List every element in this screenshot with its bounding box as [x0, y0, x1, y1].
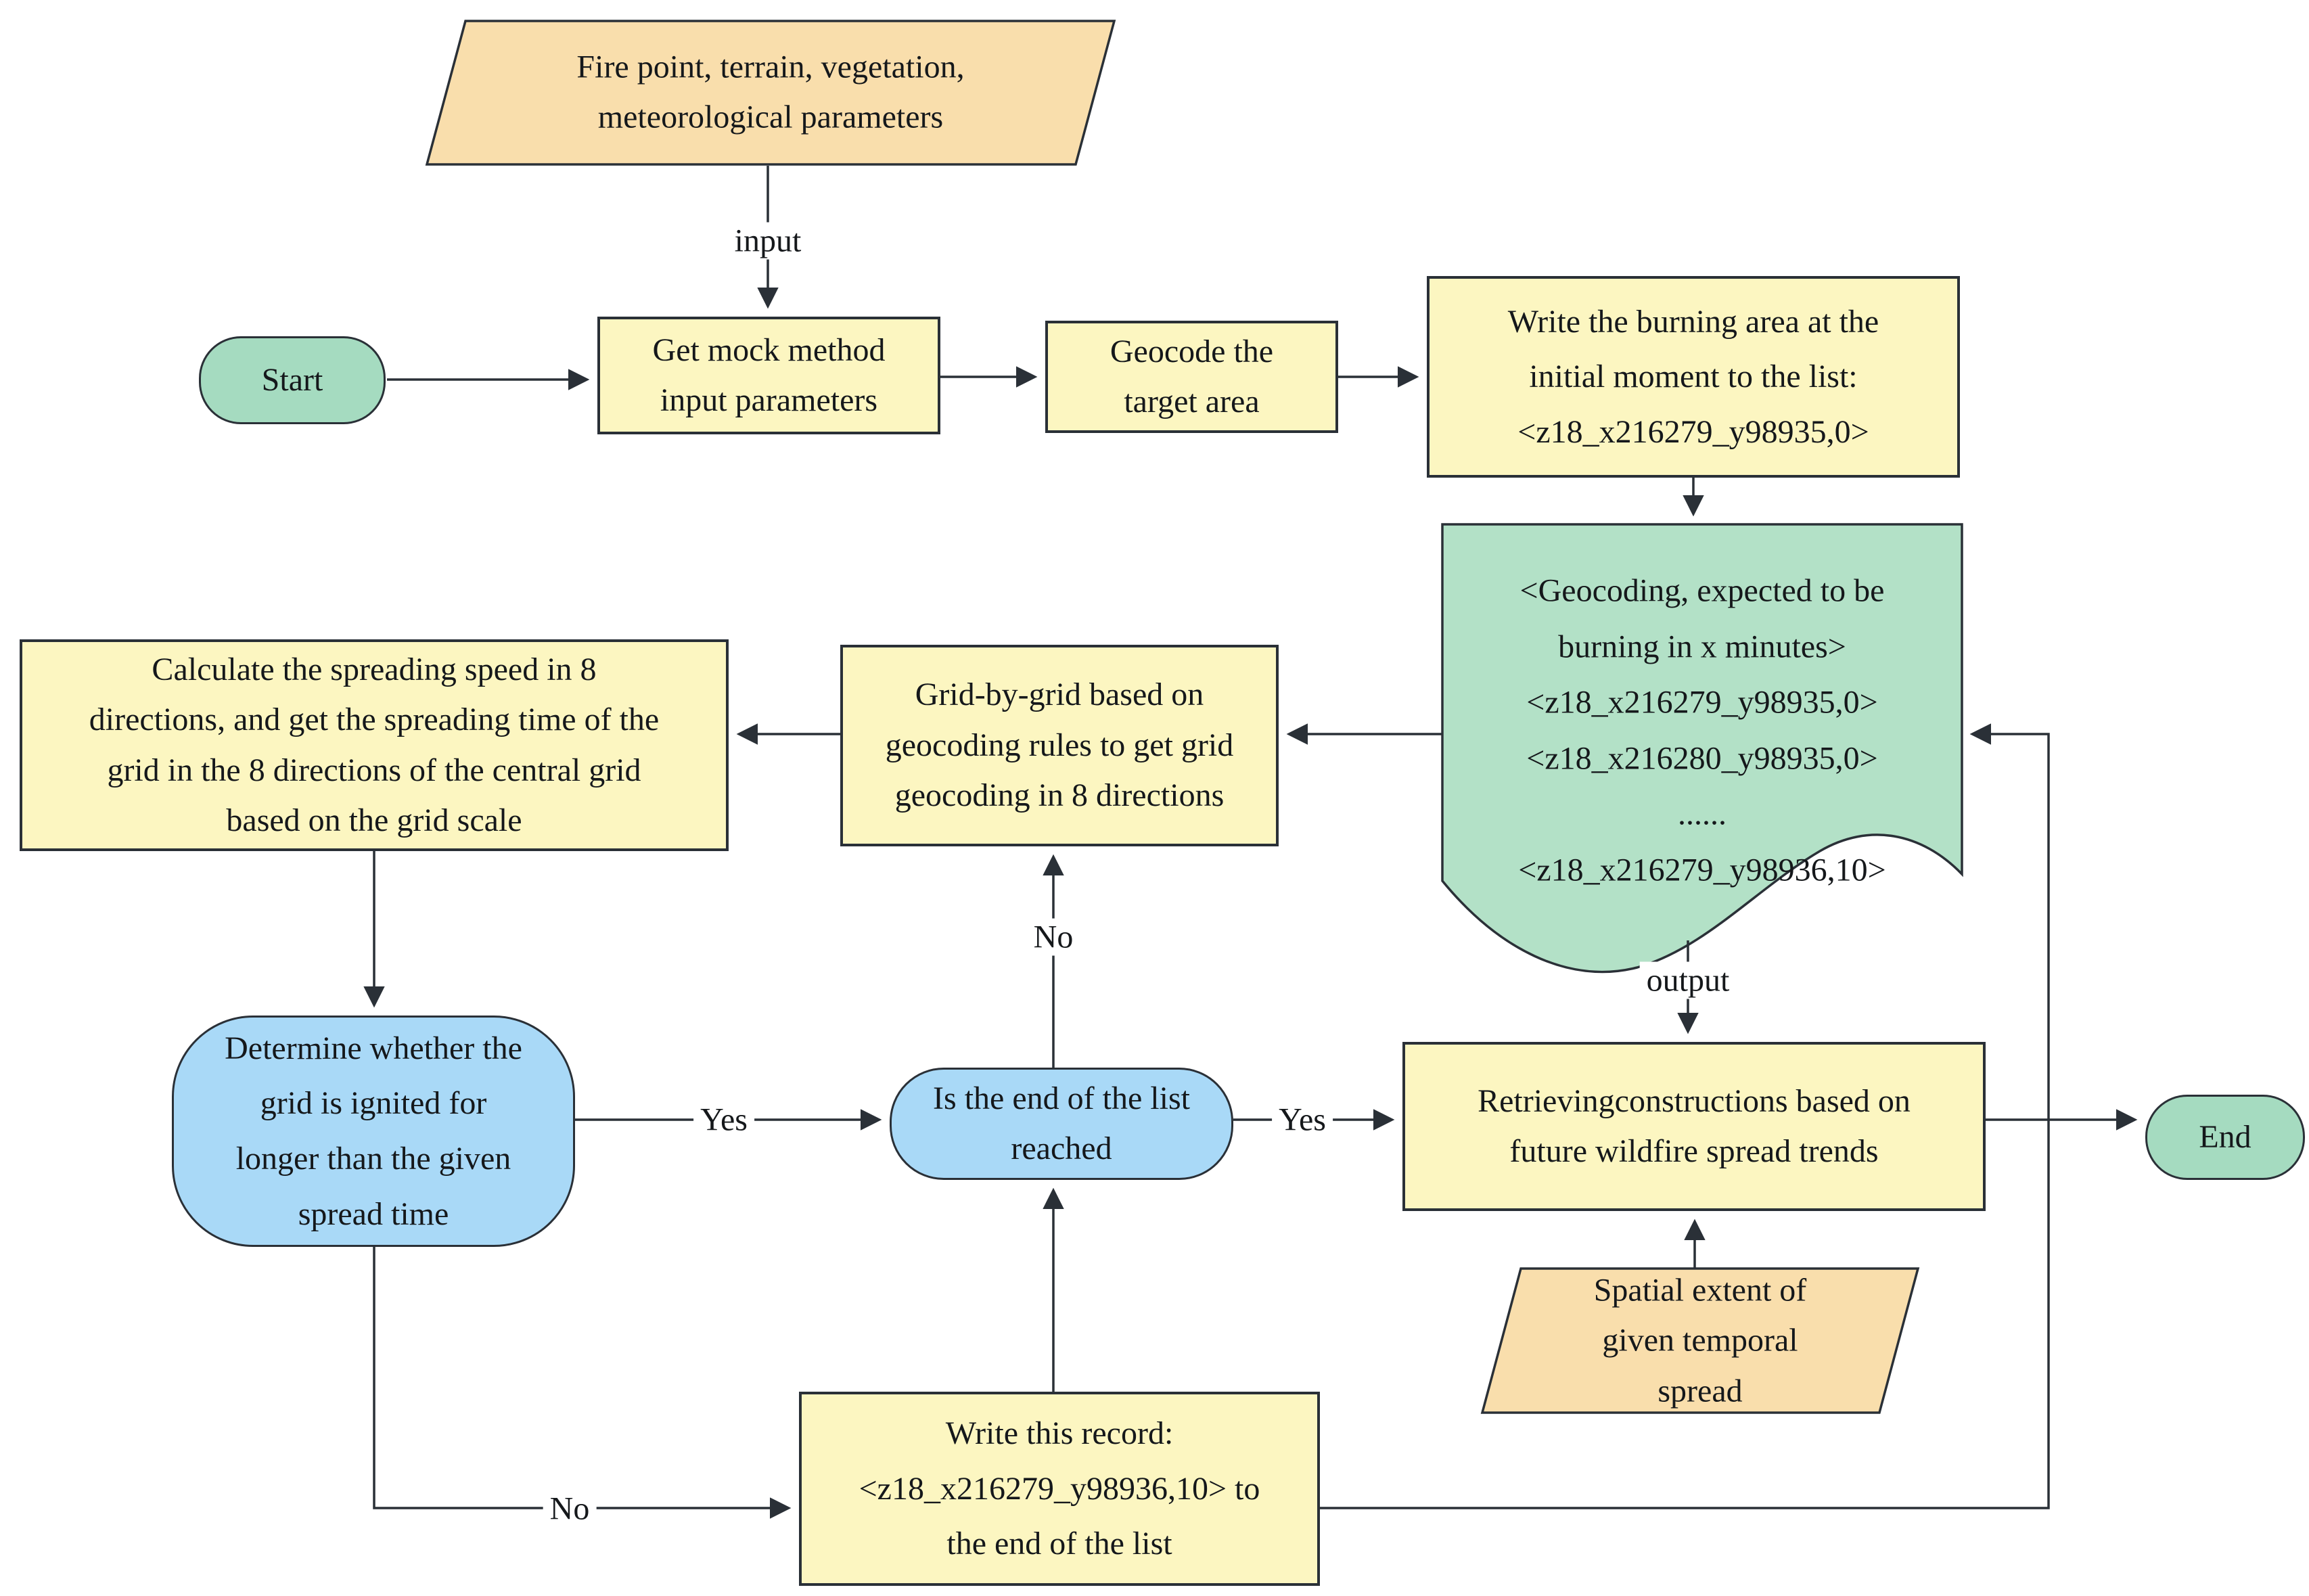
- node-start: Start: [199, 336, 386, 424]
- node-retrieving-constructions: Retrievingconstructions based on future …: [1402, 1042, 1986, 1211]
- edge-label-no-is-end: No: [1026, 918, 1080, 956]
- geocoding-list-label: <Geocoding, expected to be burning in x …: [1518, 572, 1886, 888]
- node-get-mock-input: Get mock method input parameters: [597, 317, 940, 434]
- edge-label-input: input: [727, 222, 808, 260]
- node-end: End: [2145, 1095, 2305, 1180]
- edge-determine-no-to-writerecord: [373, 1247, 792, 1519]
- edge-label-output: output: [1639, 961, 1737, 999]
- edge-label-no-determine: No: [543, 1490, 597, 1528]
- node-calculate-spreading-speed: Calculate the spreading speed in 8 direc…: [20, 639, 729, 851]
- geocoding-list-document-shape: [1441, 523, 1963, 974]
- node-is-end-of-list: Is the end of the list reached: [890, 1068, 1233, 1180]
- spatial-extent-shape: [1480, 1267, 1920, 1414]
- spatial-extent-label: Spatial extent of given temporal spread: [1593, 1272, 1807, 1409]
- edge-label-yes-is-end: Yes: [1272, 1101, 1333, 1139]
- edge-label-yes-determine: Yes: [693, 1101, 754, 1139]
- node-write-burning-area: Write the burning area at the initial mo…: [1427, 276, 1960, 478]
- node-write-this-record: Write this record: <z18_x216279_y98936,1…: [799, 1392, 1320, 1586]
- node-grid-by-grid-geocoding: Grid-by-grid based on geocoding rules to…: [840, 645, 1279, 846]
- edge-writerecord-loop-to-document: [1320, 723, 2050, 1509]
- node-determine-ignited: Determine whether the grid is ignited fo…: [172, 1016, 575, 1247]
- node-geocode-target-area: Geocode the target area: [1045, 321, 1338, 433]
- fire-params-shape: [425, 20, 1116, 166]
- fire-params-label: Fire point, terrain, vegetation, meteoro…: [576, 49, 965, 135]
